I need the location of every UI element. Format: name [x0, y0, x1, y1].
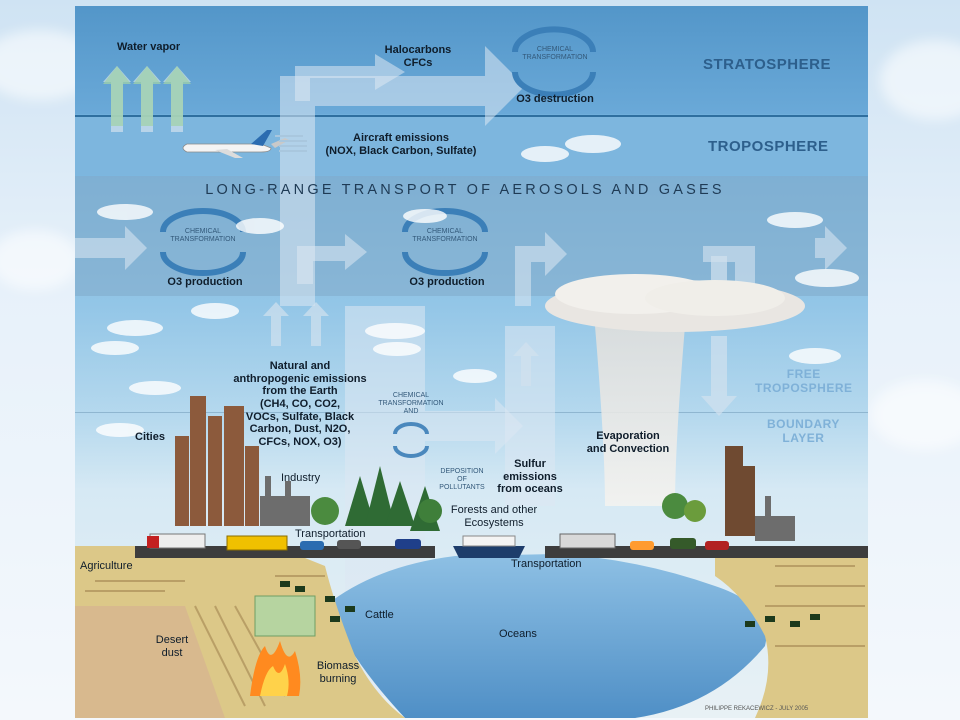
- transportation-left-label: Transportation: [295, 528, 366, 540]
- agriculture-label: Agriculture: [80, 560, 133, 572]
- ship-icon: [453, 535, 525, 558]
- cities-label: Cities: [135, 431, 165, 443]
- chem-transform-and-label: CHEMICAL TRANSFORMATION AND: [378, 392, 444, 416]
- chem-transform-left-label: CHEMICAL TRANSFORMATION: [170, 228, 236, 244]
- industry-buildings: [260, 476, 795, 541]
- chem-cycle-mid: [402, 207, 488, 277]
- transport-arrow-right: [515, 232, 567, 306]
- desert-dust-label: Desert dust: [155, 634, 189, 659]
- troposphere-label: TROPOSPHERE: [708, 138, 829, 155]
- background-cloud: [880, 40, 960, 120]
- background-cloud: [870, 380, 960, 450]
- cattle-label: Cattle: [365, 609, 394, 621]
- boundary-layer-label: BOUNDARY LAYER: [767, 417, 840, 445]
- chem-transform-top-label: CHEMICAL TRANSFORMATION: [522, 46, 588, 62]
- water-vapor-arrows: [103, 66, 191, 126]
- oceans-label: Oceans: [499, 628, 537, 640]
- transportation-right-label: Transportation: [511, 558, 582, 570]
- tropopause-line: [75, 115, 868, 117]
- sulfur-emissions-label: Sulfur emissions from oceans: [497, 458, 563, 496]
- left-road: [135, 546, 435, 558]
- deposition-arrow: [425, 398, 523, 454]
- natural-emissions-label: Natural and anthropogenic emissions from…: [233, 360, 367, 448]
- irrigated-field: [254, 595, 316, 637]
- city-buildings: [175, 396, 259, 526]
- sulfur-column: [505, 326, 555, 506]
- atmosphere-diagram: LONG-RANGE TRANSPORT OF AEROSOLS AND GAS…: [75, 6, 868, 718]
- industry-label: Industry: [281, 472, 321, 484]
- transport-arrow-left: [75, 226, 147, 270]
- vehicles: [147, 533, 729, 551]
- water-vapor-label: Water vapor: [117, 41, 181, 53]
- transport-arrow-far-right: [815, 226, 847, 270]
- stratosphere-label: STRATOSPHERE: [703, 56, 831, 73]
- city-buildings-right: [725, 446, 755, 536]
- right-field-rows: [765, 565, 865, 647]
- biomass-burning-label: Biomass burning: [316, 660, 360, 685]
- aircraft-emissions-label: Aircraft emissions (NOX, Black Carbon, S…: [325, 132, 477, 157]
- o3-production-left-label: O3 production: [167, 276, 243, 288]
- chem-transform-mid-label: CHEMICAL TRANSFORMATION: [412, 228, 478, 244]
- chem-cycle-top: [512, 26, 596, 98]
- halocarbon-small-arrow: [295, 54, 405, 101]
- o3-production-mid-label: O3 production: [409, 276, 485, 288]
- convection-cloud: [545, 274, 805, 506]
- chem-cycle-small: [393, 422, 429, 458]
- aircraft-exhaust: [275, 135, 307, 152]
- transport-banner: LONG-RANGE TRANSPORT OF AEROSOLS AND GAS…: [205, 182, 725, 198]
- forests-label: Forests and other Ecosystems: [450, 504, 538, 529]
- ocean: [325, 554, 767, 718]
- evaporation-label: Evaporation and Convection: [586, 430, 670, 455]
- halocarbons-label: Halocarbons CFCs: [384, 44, 452, 69]
- credit-label: PHILIPPE REKACEWICZ - JULY 2005: [705, 706, 809, 712]
- cattle-icons: [280, 581, 820, 627]
- desert: [75, 606, 225, 718]
- background-cloud: [0, 230, 80, 290]
- right-land: [715, 546, 868, 718]
- forest-trees: [311, 466, 706, 531]
- fire-icon: [250, 641, 301, 696]
- right-road: [545, 546, 868, 558]
- free-troposphere-label: FREE TROPOSPHERE: [755, 367, 853, 395]
- diagram-graphics: [75, 26, 868, 718]
- o3-destruction-label: O3 destruction: [516, 93, 594, 105]
- transport-arrow-mid: [297, 234, 367, 284]
- deposition-label: DEPOSITION OF POLLUTANTS: [439, 468, 485, 492]
- clouds: [91, 135, 859, 437]
